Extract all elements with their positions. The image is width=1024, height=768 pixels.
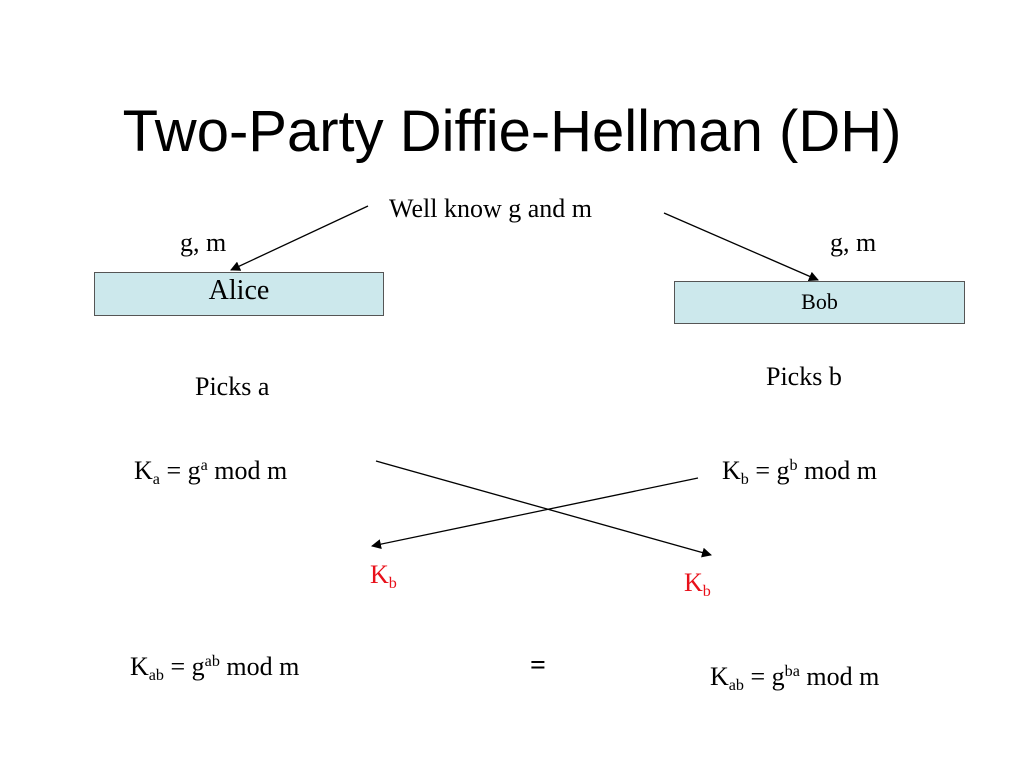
alice-box: Alice: [94, 272, 384, 316]
bob-shared-key-formula: Kab = gba mod m: [710, 662, 880, 694]
alice-params-label: g, m: [180, 228, 227, 257]
bob-key-formula: Kb = gb mod m: [722, 456, 878, 488]
arrow-bob-key-to-alice: [371, 477, 699, 550]
arrow-alice-key-to-bob: [375, 460, 712, 558]
bob-received-key: Kb: [684, 568, 711, 600]
alice-label: Alice: [208, 275, 270, 306]
alice-received-key: Kb: [370, 560, 397, 592]
alice-shared-key-formula: Kab = gab mod m: [130, 652, 300, 684]
bob-label: Bob: [801, 289, 838, 314]
alice-key-formula: Ka = ga mod m: [134, 456, 288, 488]
bob-picks-label: Picks b: [766, 362, 842, 391]
bob-params-label: g, m: [830, 228, 877, 257]
equals-sign: =: [530, 650, 546, 681]
alice-picks-label: Picks a: [195, 372, 270, 401]
arrow-note-to-bob: [663, 212, 819, 281]
bob-box: Bob: [674, 281, 965, 324]
public-params-note: Well know g and m: [389, 194, 592, 223]
slide-title: Two-Party Diffie-Hellman (DH): [122, 99, 902, 164]
arrow-note-to-alice: [230, 205, 369, 271]
